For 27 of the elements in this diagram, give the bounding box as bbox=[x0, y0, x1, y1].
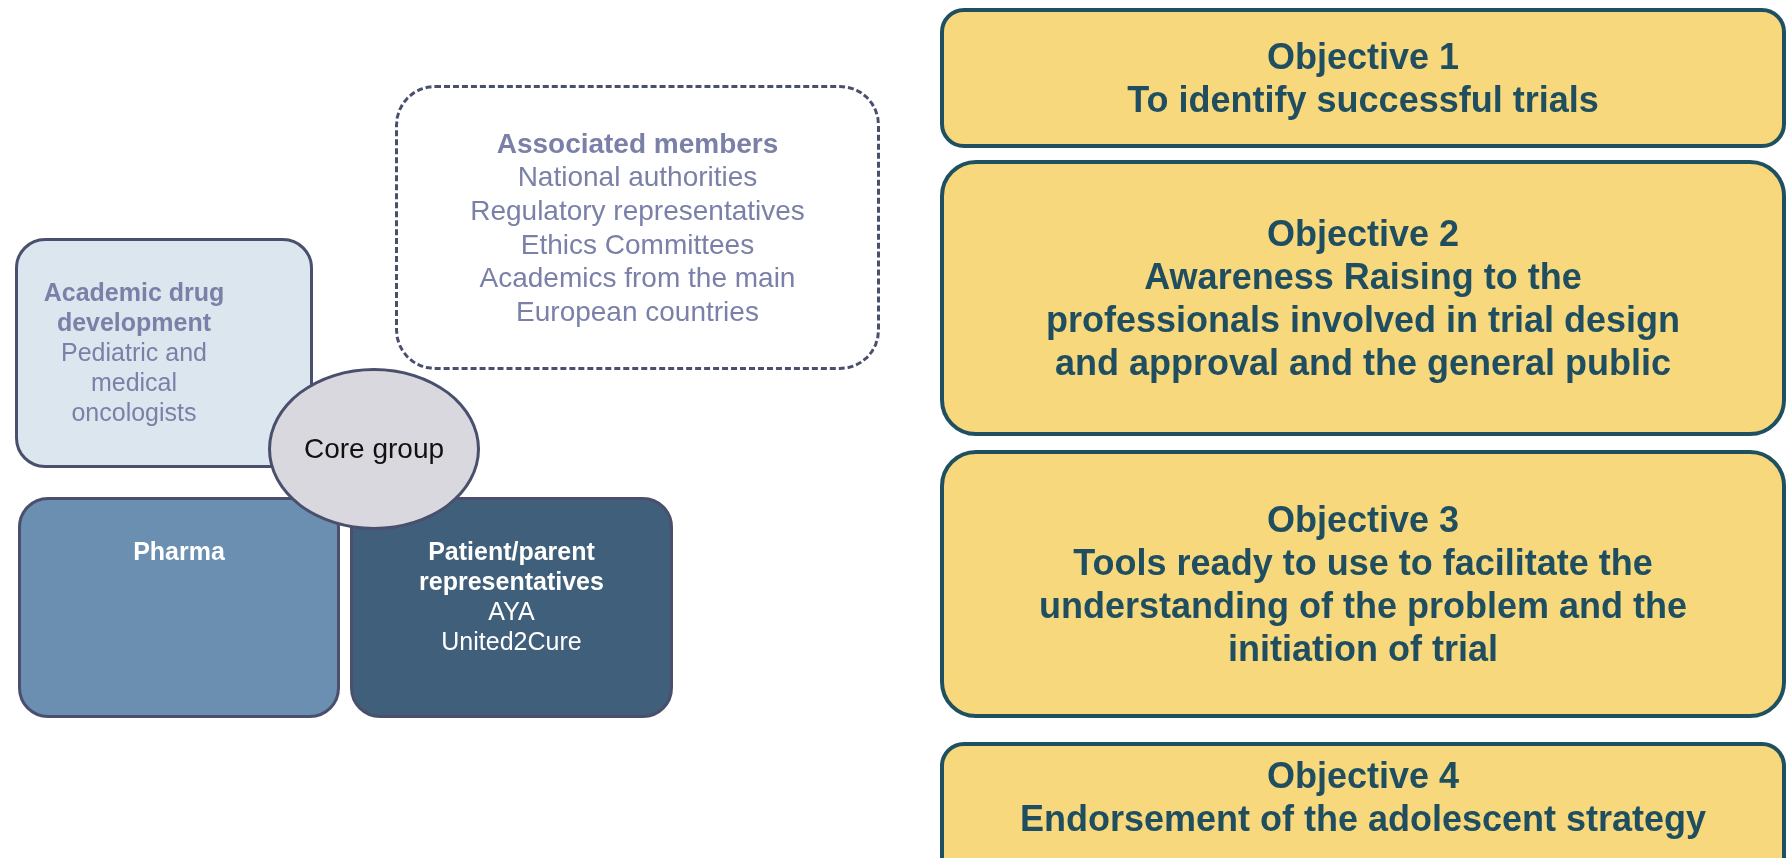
objective-text: To identify successful trials bbox=[1127, 78, 1599, 122]
objective-title: Objective 2 bbox=[1266, 211, 1460, 255]
objective-box bbox=[940, 8, 1786, 148]
member-text: Ethics Committees bbox=[520, 227, 755, 262]
node-label: Core group bbox=[303, 432, 445, 466]
member-text: Pediatric and medical oncologists bbox=[60, 337, 208, 427]
group-title: Academic drug development bbox=[42, 277, 226, 337]
group-box bbox=[18, 497, 340, 718]
objective-text: Tools ready to use to facilitate the understanding of the problem and the initiation of trial bbox=[1038, 540, 1688, 671]
objective-text: Endorsement of the adolescent strategy bbox=[1019, 797, 1707, 841]
objective-box bbox=[940, 450, 1786, 718]
objective-title: Objective 3 bbox=[1266, 497, 1460, 541]
member-text: Regulatory representatives bbox=[470, 193, 805, 228]
group-title: Pharma bbox=[133, 536, 225, 566]
group-title: Patient/parent representatives bbox=[418, 536, 605, 596]
member-text: AYA bbox=[488, 596, 535, 626]
member-text: National authorities bbox=[517, 160, 758, 194]
group-box bbox=[350, 497, 673, 718]
objective-title: Objective 4 bbox=[1266, 754, 1460, 798]
group-title: Associated members bbox=[496, 126, 779, 161]
objective-title: Objective 1 bbox=[1266, 34, 1460, 78]
member-text: Academics from the main European countries bbox=[478, 261, 797, 329]
objective-box bbox=[940, 160, 1786, 436]
dashed-group-box bbox=[395, 85, 880, 370]
objective-text: Awareness Raising to the professionals involved in trial design and approval and the general public bbox=[1044, 254, 1682, 385]
objective-box bbox=[940, 742, 1786, 858]
member-text: United2Cure bbox=[441, 626, 582, 656]
